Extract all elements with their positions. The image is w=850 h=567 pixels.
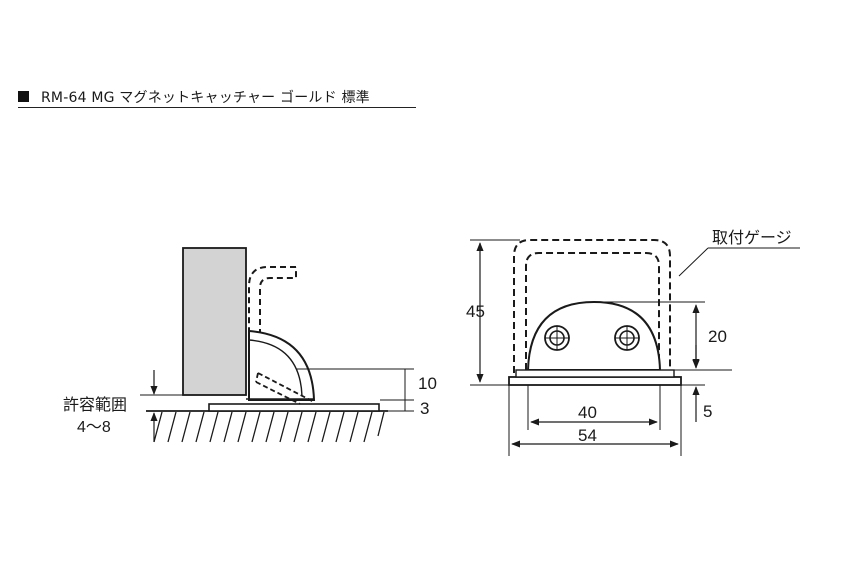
front-view: 45 20 5 40 54 取付ゲージ (466, 229, 800, 456)
magnet-dome (248, 329, 316, 401)
dim-40-label: 40 (578, 403, 597, 422)
gauge-hook-outline (248, 266, 297, 395)
catch-arm-dashed (255, 372, 315, 405)
range-label: 許容範囲 (63, 396, 127, 414)
front-base-plate (508, 376, 682, 386)
gauge-outer-dashed (513, 239, 671, 384)
right-screw-hole (614, 325, 640, 351)
gauge-leader-line (678, 247, 709, 277)
dim-20-label: 20 (708, 327, 727, 346)
dim-3-label: 3 (420, 399, 429, 418)
magnet-inner-arc (248, 339, 303, 397)
dim-45-label: 45 (466, 302, 485, 321)
title-bar: RM-64 MG マグネットキャッチャー ゴールド 標準 (18, 86, 416, 108)
side-view: 10 3 許容範囲 4〜8 (63, 247, 437, 443)
front-base-top (515, 369, 675, 378)
gauge-inner-dashed (525, 252, 660, 370)
product-title: RM-64 MG マグネットキャッチャー ゴールド 標準 (41, 89, 370, 106)
left-screw-hole (544, 325, 570, 351)
dim-10-label: 10 (418, 374, 437, 393)
range-value: 4〜8 (77, 419, 111, 436)
floor-plate (208, 403, 380, 412)
magnet-body (526, 300, 662, 371)
dim-54-label: 54 (578, 426, 597, 445)
gauge-label: 取付ゲージ (712, 229, 792, 247)
title-bullet-square (18, 91, 29, 102)
door-panel (182, 247, 247, 396)
dim-5-label: 5 (703, 402, 712, 421)
floor-hatching (153, 411, 385, 443)
